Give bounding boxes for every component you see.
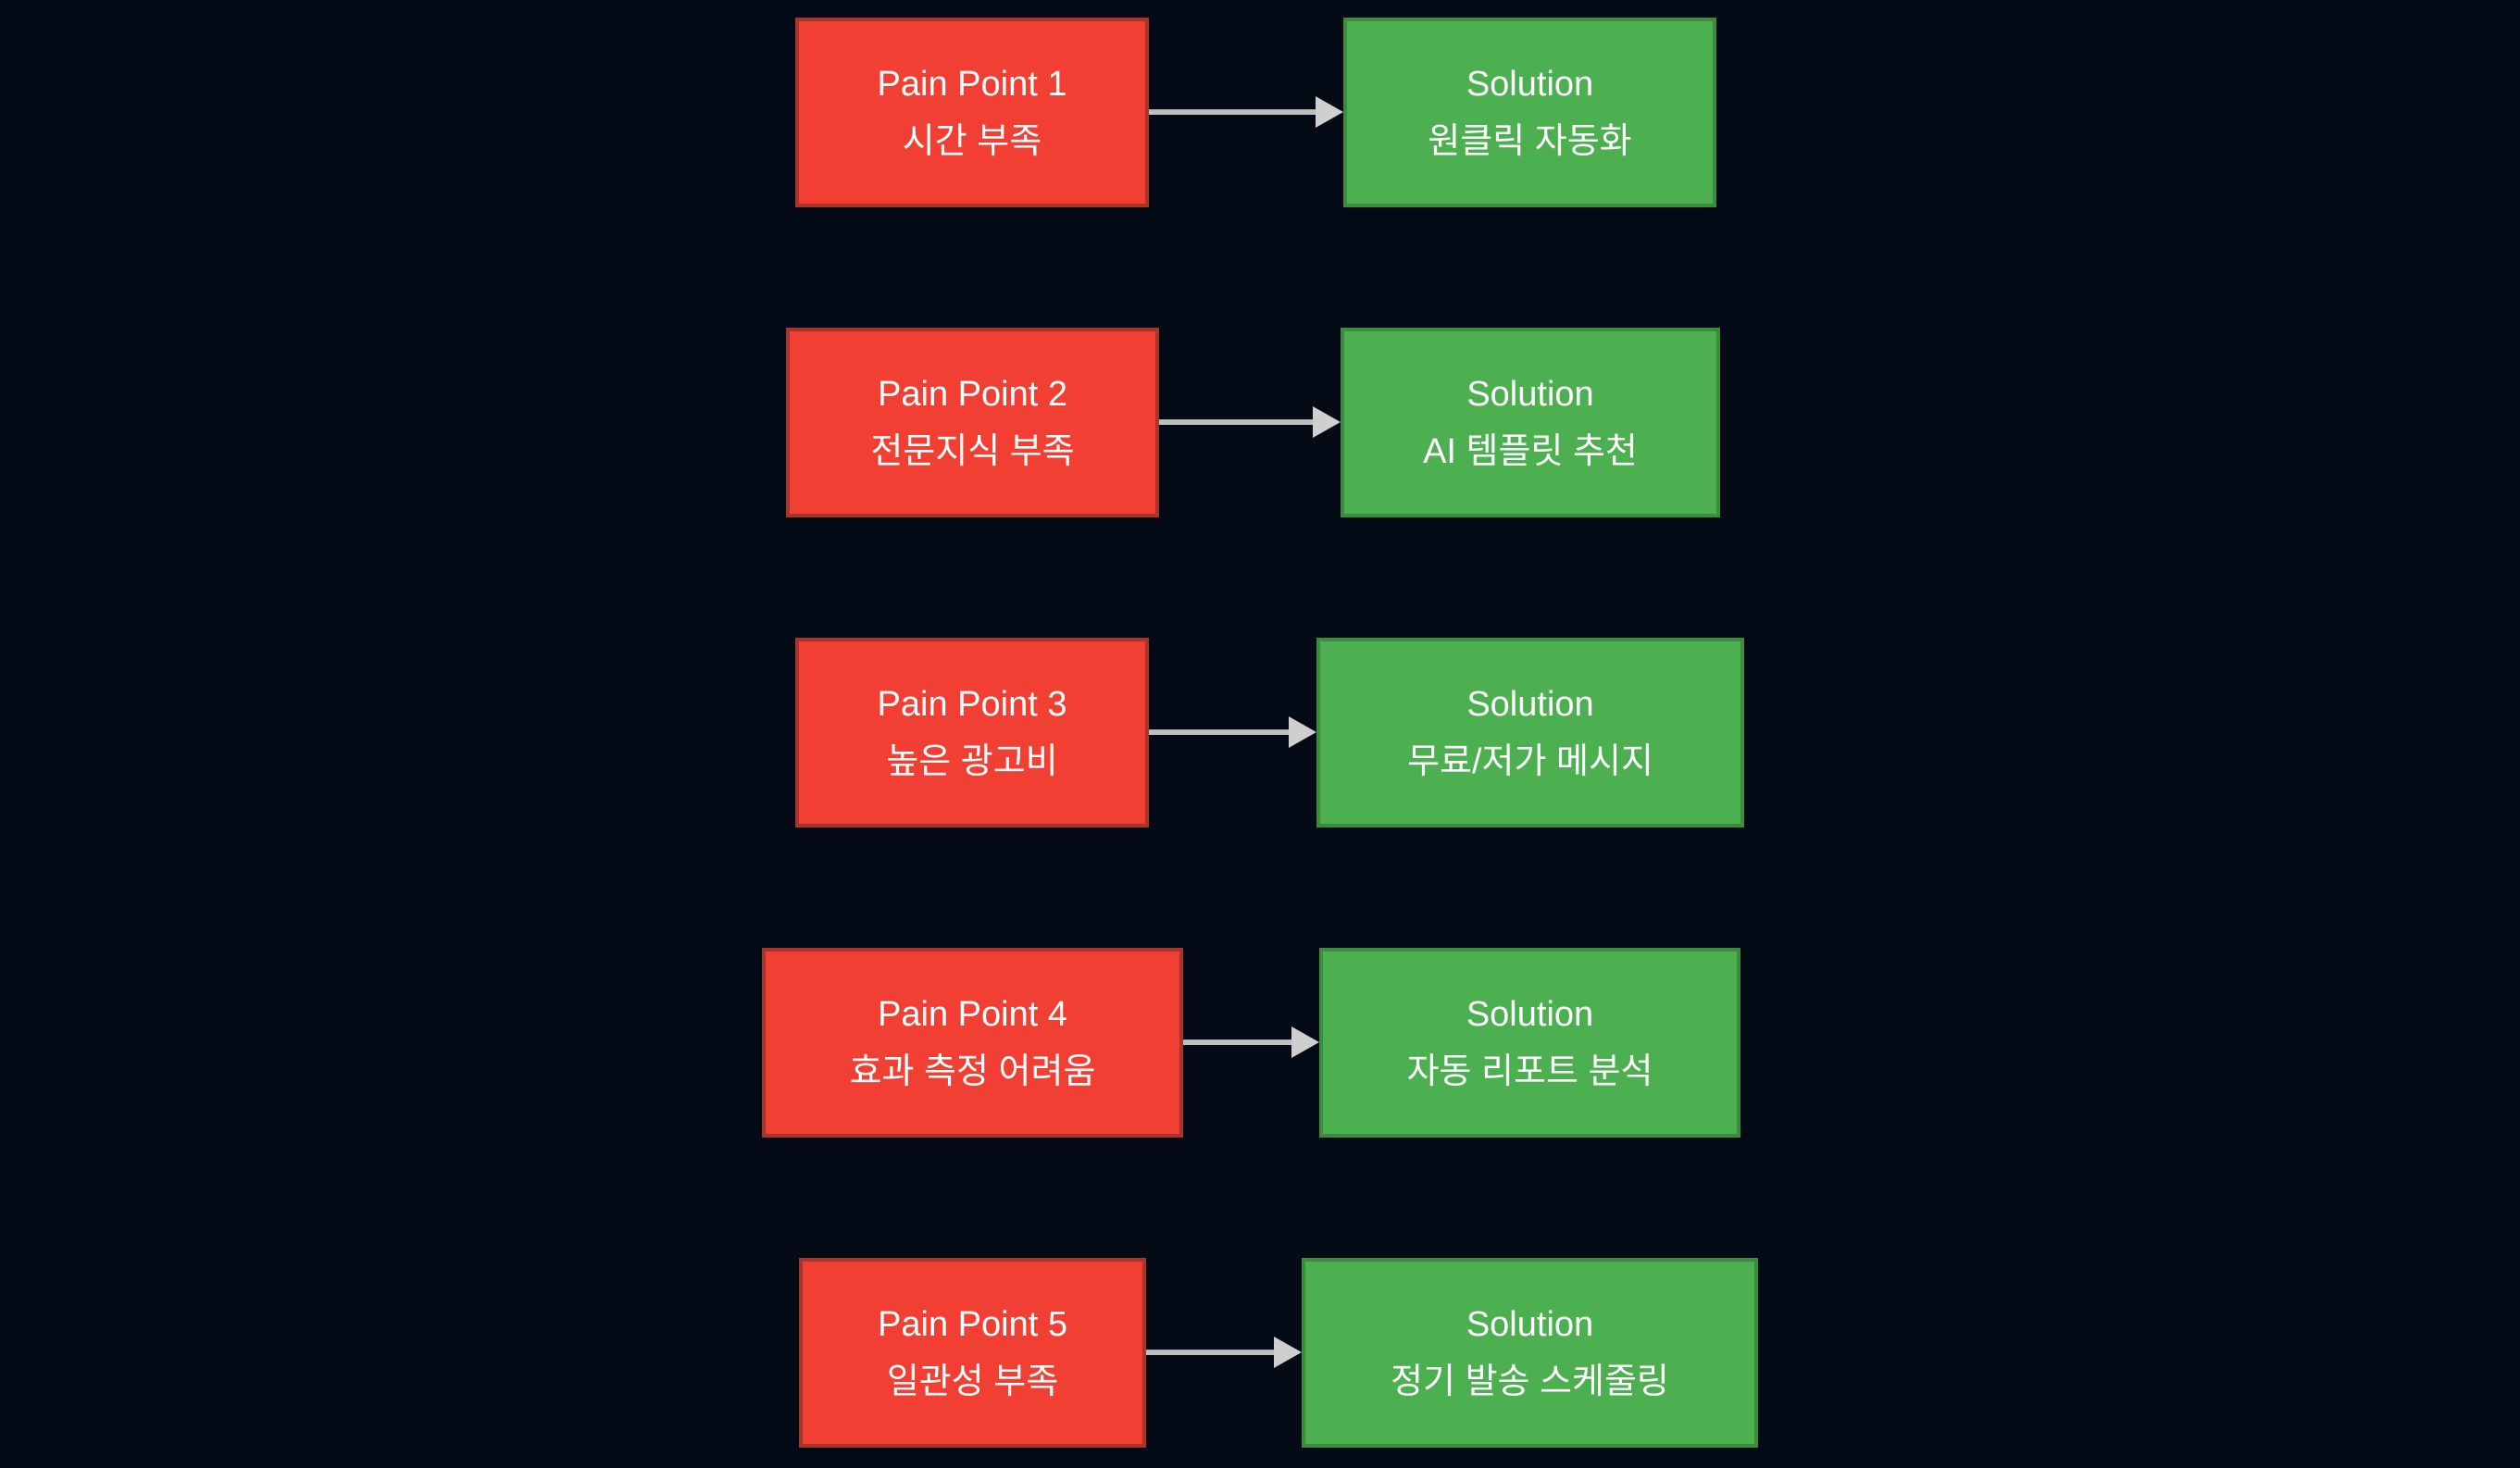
pain-point-node-1: Pain Point 1 시간 부족 xyxy=(795,18,1149,207)
node-title: Pain Point 2 xyxy=(878,374,1067,414)
node-subtitle: 시간 부족 xyxy=(902,121,1042,161)
pain-point-node-3: Pain Point 3 높은 광고비 xyxy=(795,638,1149,827)
solution-node-1: Solution 원클릭 자동화 xyxy=(1343,18,1716,207)
arrow-connector-3 xyxy=(1149,716,1316,748)
arrowhead-icon xyxy=(1289,716,1316,748)
arrow-line xyxy=(1149,729,1289,735)
solution-node-4: Solution 자동 리포트 분석 xyxy=(1319,948,1740,1138)
node-title: Pain Point 5 xyxy=(878,1304,1067,1344)
node-title: Pain Point 4 xyxy=(878,994,1067,1034)
node-subtitle: 전문지식 부족 xyxy=(870,431,1075,471)
node-subtitle: 정기 발송 스케줄링 xyxy=(1391,1362,1669,1401)
arrowhead-icon xyxy=(1313,406,1341,438)
pain-point-node-2: Pain Point 2 전문지식 부족 xyxy=(786,328,1159,517)
arrow-line xyxy=(1183,1039,1291,1045)
arrow-connector-2 xyxy=(1159,406,1341,438)
arrow-line xyxy=(1149,109,1316,115)
node-subtitle: AI 템플릿 추천 xyxy=(1423,431,1638,471)
node-title: Solution xyxy=(1466,64,1594,104)
arrow-connector-1 xyxy=(1149,96,1343,128)
arrowhead-icon xyxy=(1316,96,1343,128)
node-subtitle: 효과 측정 어려움 xyxy=(849,1051,1096,1091)
arrowhead-icon xyxy=(1291,1026,1319,1058)
solution-node-2: Solution AI 템플릿 추천 xyxy=(1341,328,1720,517)
arrowhead-icon xyxy=(1274,1337,1302,1368)
solution-node-3: Solution 무료/저가 메시지 xyxy=(1316,638,1744,827)
node-title: Solution xyxy=(1466,684,1594,724)
node-subtitle: 높은 광고비 xyxy=(886,741,1058,781)
node-subtitle: 자동 리포트 분석 xyxy=(1406,1051,1653,1091)
node-title: Pain Point 1 xyxy=(877,64,1067,104)
arrow-line xyxy=(1159,419,1313,425)
arrow-line xyxy=(1146,1350,1274,1355)
node-subtitle: 일관성 부족 xyxy=(886,1362,1059,1401)
arrow-connector-4 xyxy=(1183,1026,1319,1058)
node-title: Solution xyxy=(1466,374,1594,414)
node-subtitle: 무료/저가 메시지 xyxy=(1407,741,1653,781)
pain-point-node-5: Pain Point 5 일관성 부족 xyxy=(799,1258,1146,1448)
node-title: Solution xyxy=(1466,994,1594,1034)
node-title: Pain Point 3 xyxy=(877,684,1067,724)
solution-node-5: Solution 정기 발송 스케줄링 xyxy=(1302,1258,1758,1448)
node-title: Solution xyxy=(1466,1304,1594,1344)
arrow-connector-5 xyxy=(1146,1337,1302,1368)
pain-point-node-4: Pain Point 4 효과 측정 어려움 xyxy=(762,948,1183,1138)
node-subtitle: 원클릭 자동화 xyxy=(1428,121,1632,161)
